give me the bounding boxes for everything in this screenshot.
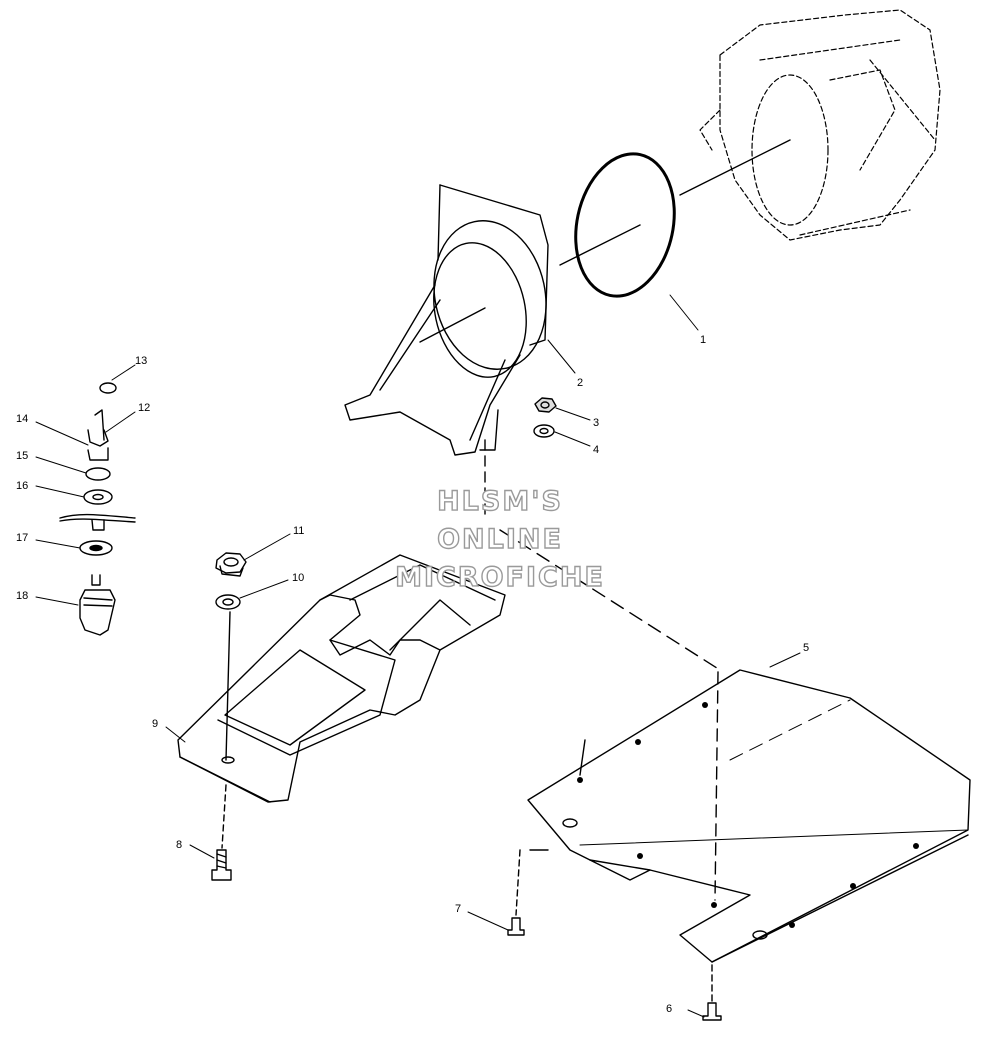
callout-3: 3 xyxy=(593,417,599,429)
callout-4: 4 xyxy=(593,444,599,456)
callout-2: 2 xyxy=(577,377,583,389)
centerline-housing xyxy=(679,139,791,196)
callout-13: 13 xyxy=(135,355,147,367)
centerline-adapter xyxy=(419,307,486,343)
callout-11: 11 xyxy=(293,525,304,537)
cap-13 xyxy=(99,382,117,394)
callout-14: 14 xyxy=(16,413,28,425)
o-ring xyxy=(574,152,676,298)
nut-3 xyxy=(534,397,557,413)
centerline-o-ring xyxy=(559,224,641,266)
bolt-6 xyxy=(702,964,722,1021)
callout-1: 1 xyxy=(700,334,706,346)
washer-4 xyxy=(533,424,555,438)
callout-6: 6 xyxy=(666,1003,672,1015)
hose-12 xyxy=(94,409,105,441)
bolt-8 xyxy=(211,849,232,881)
bolt-7 xyxy=(507,849,525,936)
callout-17: 17 xyxy=(16,532,28,544)
fitting-stack xyxy=(59,382,136,636)
callout-18: 18 xyxy=(16,590,28,602)
leader-lines xyxy=(35,294,801,1018)
watermark-line-2: ONLINE xyxy=(436,523,563,555)
callout-5: 5 xyxy=(803,642,809,654)
ride-plate xyxy=(527,669,971,963)
washer-10 xyxy=(215,594,241,610)
intake-grate xyxy=(177,554,506,803)
callout-8: 8 xyxy=(176,839,182,851)
callout-labels: 1 2 3 4 5 6 7 8 9 10 11 12 13 14 15 16 1… xyxy=(16,334,809,1015)
callout-16: 16 xyxy=(16,480,28,492)
intake-adapter xyxy=(344,184,549,456)
nut-11 xyxy=(215,552,247,577)
centerline-to-plate xyxy=(499,529,721,671)
callout-7: 7 xyxy=(455,903,461,915)
centerline-plate-left xyxy=(579,739,586,776)
callout-15: 15 xyxy=(16,450,28,462)
callout-9: 9 xyxy=(152,718,158,730)
watermark-line-3: MICROFICHE xyxy=(394,561,605,593)
callout-12: 12 xyxy=(138,402,150,414)
centerline-plate xyxy=(714,671,719,901)
centerline-bolt-8 xyxy=(221,784,227,849)
centerline-grate xyxy=(225,611,231,761)
callout-10: 10 xyxy=(292,572,304,584)
pump-housing xyxy=(699,9,941,241)
watermark-line-1: HLSM'S xyxy=(436,485,563,517)
